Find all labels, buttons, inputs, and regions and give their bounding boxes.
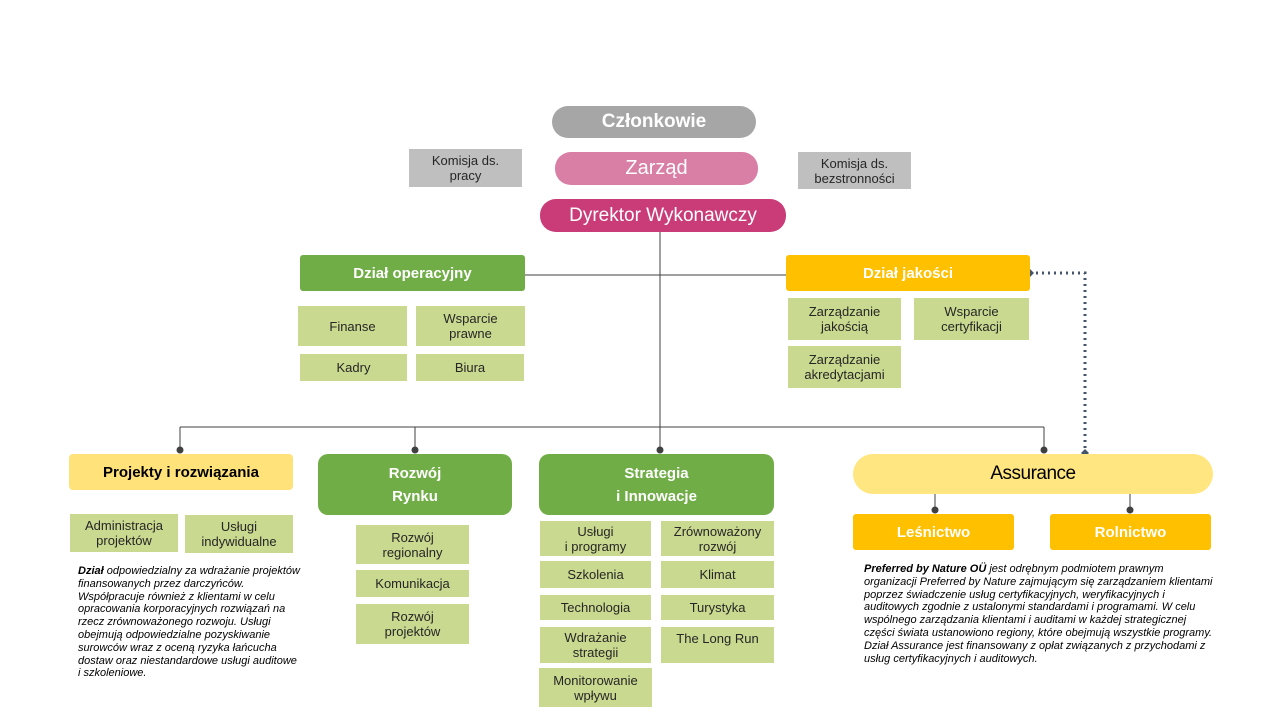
dotted-quality-assurance-link bbox=[1030, 271, 1087, 452]
connector-dot bbox=[656, 446, 664, 454]
strategy-unit-training: Szkolenia bbox=[540, 561, 651, 588]
connector-dot bbox=[1126, 506, 1134, 514]
market-unit-regional: Rozwój regionalny bbox=[356, 525, 469, 564]
committee-impartiality-box: Komisja ds. bezstronności bbox=[798, 152, 911, 189]
connector-dot bbox=[411, 446, 419, 454]
strategy-unit-tourism: Turystyka bbox=[661, 595, 774, 620]
operations-unit-offices: Biura bbox=[416, 354, 524, 381]
quality-department-box: Dział jakości bbox=[786, 255, 1030, 291]
connector-dot bbox=[176, 446, 184, 454]
connector-dot bbox=[1040, 446, 1048, 454]
assurance-unit-forestry: Leśnictwo bbox=[853, 514, 1014, 550]
assurance-description-text: jest odrębnym podmiotem prawnym organiza… bbox=[864, 563, 1213, 665]
members-box: Członkowie bbox=[552, 106, 756, 138]
projects-department-box: Projekty i rozwiązania bbox=[69, 454, 293, 490]
operations-unit-hr: Kadry bbox=[300, 354, 407, 381]
strategy-unit-climate: Klimat bbox=[661, 561, 774, 588]
strategy-unit-long-run: The Long Run bbox=[661, 627, 774, 663]
assurance-department-box: Assurance bbox=[853, 454, 1213, 494]
assurance-description-lead: Preferred by Nature OÜ bbox=[864, 563, 987, 575]
quality-unit-management: Zarządzanie jakością bbox=[788, 298, 901, 340]
strategy-unit-services: Usługi i programy bbox=[540, 521, 651, 556]
projects-unit-administration: Administracja projektów bbox=[70, 514, 178, 552]
board-box: Zarząd bbox=[555, 152, 758, 185]
committee-work-box: Komisja ds. pracy bbox=[409, 149, 522, 187]
strategy-unit-implementation: Wdrażanie strategii bbox=[540, 627, 651, 663]
projects-unit-individual-services: Usługi indywidualne bbox=[185, 515, 293, 553]
strategy-unit-impact-monitoring: Monitorowanie wpływu bbox=[539, 668, 652, 707]
connector-dot bbox=[931, 506, 939, 514]
assurance-description: Preferred by Nature OÜ jest odrębnym pod… bbox=[864, 563, 1219, 665]
market-unit-projects: Rozwój projektów bbox=[356, 604, 469, 644]
strategy-unit-technology: Technologia bbox=[540, 595, 651, 620]
operations-department-box: Dział operacyjny bbox=[300, 255, 525, 291]
quality-unit-certification-support: Wsparcie certyfikacji bbox=[914, 298, 1029, 340]
strategy-department-box: Strategia i Innowacje bbox=[539, 454, 774, 515]
assurance-unit-agriculture: Rolnictwo bbox=[1050, 514, 1211, 550]
operations-unit-legal: Wsparcie prawne bbox=[416, 306, 525, 346]
projects-description-lead: Dział bbox=[78, 565, 104, 577]
market-unit-communication: Komunikacja bbox=[356, 570, 469, 597]
projects-description-text: odpowiedzialny za wdrażanie projektów fi… bbox=[78, 565, 300, 680]
operations-unit-finance: Finanse bbox=[298, 306, 407, 346]
strategy-unit-sustainability: Zrównoważony rozwój bbox=[661, 521, 774, 556]
projects-description: Dział odpowiedzialny za wdrażanie projek… bbox=[78, 565, 300, 680]
quality-unit-accreditation: Zarządzanie akredytacjami bbox=[788, 346, 901, 388]
director-box: Dyrektor Wykonawczy bbox=[540, 199, 786, 232]
market-department-box: Rozwój Rynku bbox=[318, 454, 512, 515]
